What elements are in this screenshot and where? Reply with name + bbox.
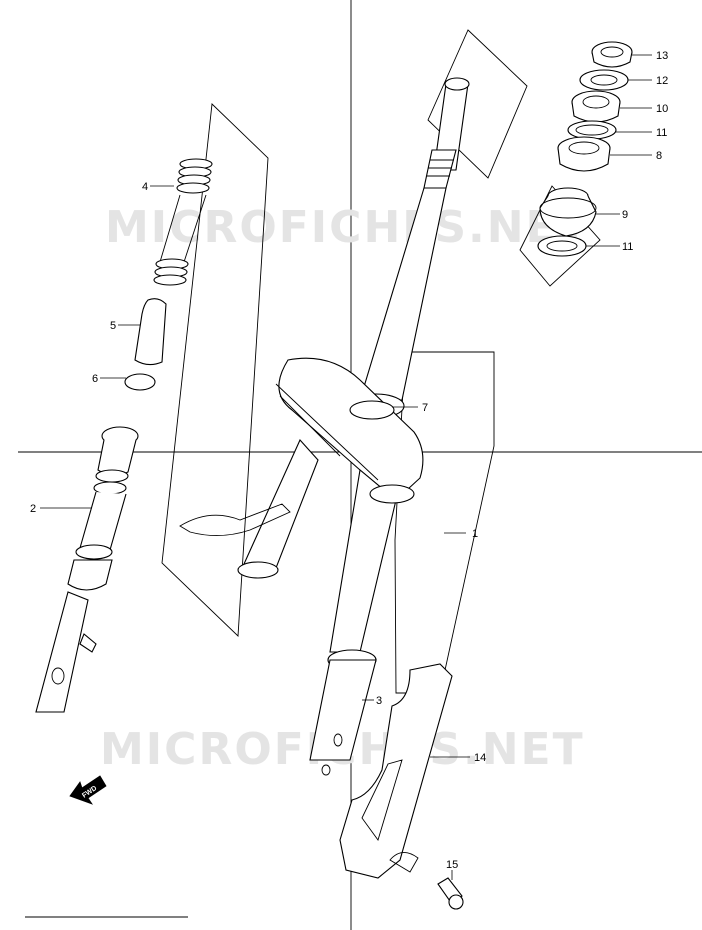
callout-1: 1 [472,528,478,540]
forward-arrow-icon: FWD [69,775,107,805]
callout-4: 4 [142,181,148,193]
damper-part-5 [134,298,167,366]
bolt-part-15 [437,877,464,910]
race-nut-part-10 [571,90,621,123]
callout-13: 13 [656,50,668,62]
bearing-part-11-upper [567,120,617,140]
fork-bracket-part-1 [179,357,424,776]
callout-14: 14 [474,752,486,764]
callout-8: 8 [656,150,662,162]
callout-6: 6 [92,373,98,385]
fork-guard-part-14 [339,663,453,879]
watermark-top: MICROFICHES.NET [105,202,590,253]
lower-race-part-9 [539,187,597,237]
washer-part-12 [579,69,629,91]
callout-2: 2 [30,503,36,515]
callout-11-lower: 11 [622,241,633,253]
callout-9: 9 [622,209,628,221]
spring-part-4 [153,158,213,286]
callout-10: 10 [656,103,668,115]
callout-5: 5 [110,320,116,332]
leader-lines [40,54,652,880]
inner-tube-part-2 [35,426,139,713]
steering-stem-frame [427,29,528,179]
spring-group-frame [161,103,269,637]
callout-12: 12 [656,75,668,87]
cap-part-6 [124,373,156,391]
upper-race-part-8 [557,136,611,172]
callout-15: 15 [446,859,458,871]
lock-nut-part-13 [591,41,633,68]
callout-3: 3 [376,695,382,707]
collar-part-7 [349,400,395,420]
bearing-part-11-lower [537,235,587,257]
callout-11-upper: 11 [656,127,667,139]
fork-leg-frame [394,351,495,694]
callout-7: 7 [422,402,428,414]
